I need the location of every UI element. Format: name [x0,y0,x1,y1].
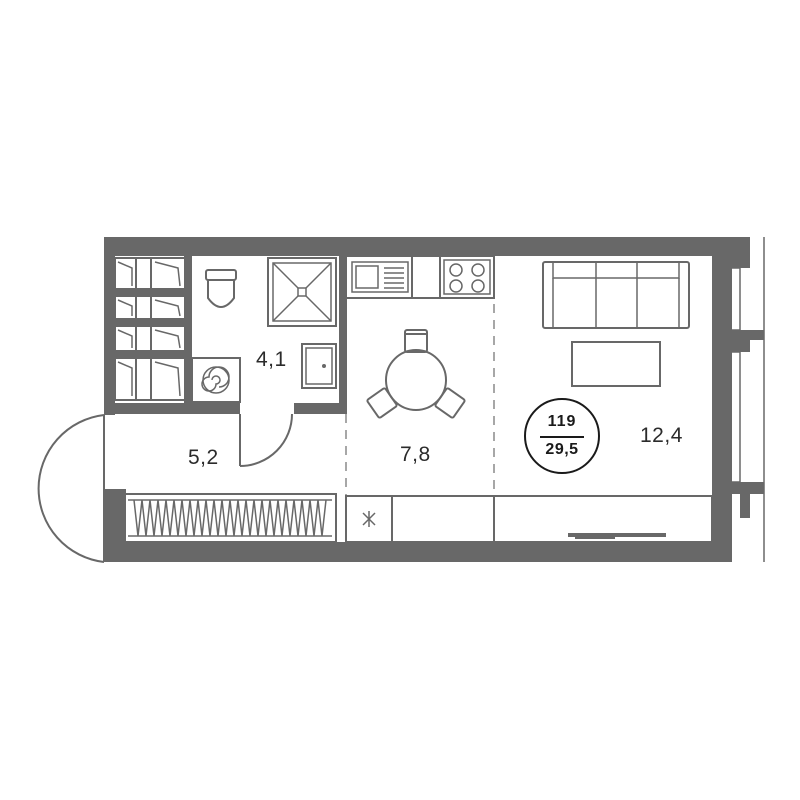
bathroom-area-label: 4,1 [256,348,287,371]
unit-badge: 119 29,5 [524,398,600,474]
kitchen-area-label: 7,8 [400,443,431,466]
toilet-icon [205,269,237,308]
sofa-icon [542,261,690,329]
sink-icon [301,343,337,389]
hall-area-label: 5,2 [188,446,219,469]
shower-tray-icon [267,257,337,327]
living-area-label: 12,4 [640,424,683,447]
vent-icon [362,511,376,527]
tv-icon [568,533,666,539]
inner-walls [104,254,347,414]
unit-divider [540,436,584,438]
kitchen-counter [345,255,495,299]
unit-number: 119 [547,413,577,430]
unit-total-area: 29,5 [545,441,579,458]
entry-door-swing [37,414,105,563]
outer-walls [104,237,764,562]
door-swing-icon [239,413,293,467]
table-icon [385,349,447,411]
window-right [721,237,765,562]
coffee-table [571,341,661,387]
bottom-cabinets [345,495,713,543]
kitchen-sink-icon [351,261,409,293]
chair-icon [366,329,466,419]
radiator-icon [123,493,337,543]
stove-icon [443,259,491,295]
wardrobe [114,257,188,401]
washing-machine-icon [191,357,241,403]
